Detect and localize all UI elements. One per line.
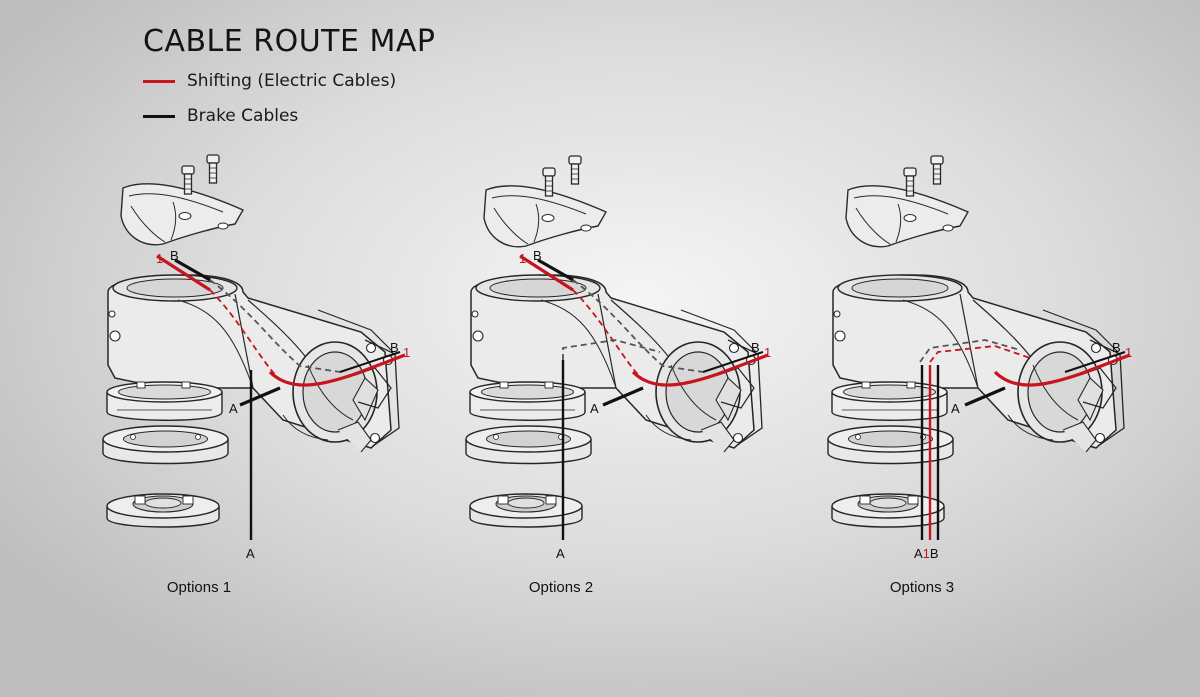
headset-cap-part — [102, 425, 229, 465]
label-a1b-bottom: A1B — [914, 546, 939, 561]
label-b-right: B — [390, 340, 399, 355]
shift-cable-internal — [209, 289, 281, 381]
bolt-icon — [930, 155, 944, 185]
brake-cable-internal — [209, 279, 341, 373]
label-a-bottom: A — [556, 546, 565, 561]
option-1-assembly — [102, 154, 406, 540]
legend: Shifting (Electric Cables) Brake Cables — [143, 70, 396, 140]
brake-cable-a — [239, 386, 281, 407]
brake-cable-internal — [572, 279, 704, 373]
legend-item-shifting: Shifting (Electric Cables) — [143, 70, 396, 92]
brake-cable-exit — [1064, 351, 1126, 373]
compression-ring-part — [106, 493, 220, 528]
faceplate-part — [120, 183, 244, 246]
spacer-ring-part — [106, 381, 223, 421]
bolt-icon — [206, 154, 220, 184]
headset-cap-part — [465, 425, 592, 465]
label-1-right: 1 — [403, 345, 410, 360]
stem-part — [470, 274, 763, 453]
legend-swatch-brake — [143, 114, 175, 118]
legend-swatch-shifting — [143, 79, 175, 83]
brake-cable-entry — [174, 258, 211, 282]
shift-cable-internal — [572, 289, 644, 381]
option-2-caption: Options 2 — [528, 579, 594, 596]
shift-cable-entry — [156, 254, 211, 292]
label-a-mid: A — [229, 401, 238, 416]
brake-cable-internal — [919, 339, 1021, 363]
headset-cap-part — [827, 425, 954, 465]
label-a-mid: A — [590, 401, 599, 416]
shift-cable-exit — [993, 353, 1131, 387]
page-title: CABLE ROUTE MAP — [143, 24, 436, 59]
spacer-ring-part — [469, 381, 586, 421]
stem-part — [832, 274, 1125, 453]
brake-cable-exit — [339, 351, 401, 373]
brake-cable-internal-2 — [562, 339, 661, 360]
label-1-right: 1 — [764, 345, 771, 360]
label-b-top: B — [170, 248, 179, 263]
brake-cable-entry — [537, 258, 574, 282]
option-1-caption: Options 1 — [166, 579, 232, 596]
shift-cable-internal — [929, 345, 1031, 363]
compression-ring-part — [831, 493, 945, 528]
brake-cable-exit — [702, 351, 764, 373]
brake-cable-a — [964, 386, 1006, 407]
option-3-caption: Options 3 — [889, 579, 955, 596]
label-a-bottom: A — [246, 546, 255, 561]
label-a-mid: A — [951, 401, 960, 416]
label-1-top: 1 — [156, 251, 163, 266]
label-1-right: 1 — [1125, 345, 1132, 360]
label-1-top: 1 — [519, 251, 526, 266]
brake-cable-a — [602, 386, 644, 407]
legend-item-brake: Brake Cables — [143, 105, 396, 127]
option-2-assembly — [465, 155, 769, 540]
label-b-right: B — [1112, 340, 1121, 355]
option-3-assembly — [827, 155, 1131, 540]
label-b-top: B — [533, 248, 542, 263]
bolt-icon — [568, 155, 582, 185]
label-b-right: B — [751, 340, 760, 355]
shift-cable-exit — [631, 353, 769, 387]
legend-label-shifting: Shifting (Electric Cables) — [187, 71, 397, 91]
shift-cable-exit — [268, 353, 406, 387]
legend-label-brake: Brake Cables — [187, 106, 299, 126]
stem-part — [107, 274, 400, 453]
shift-cable-entry — [519, 254, 574, 292]
compression-ring-part — [469, 493, 583, 528]
